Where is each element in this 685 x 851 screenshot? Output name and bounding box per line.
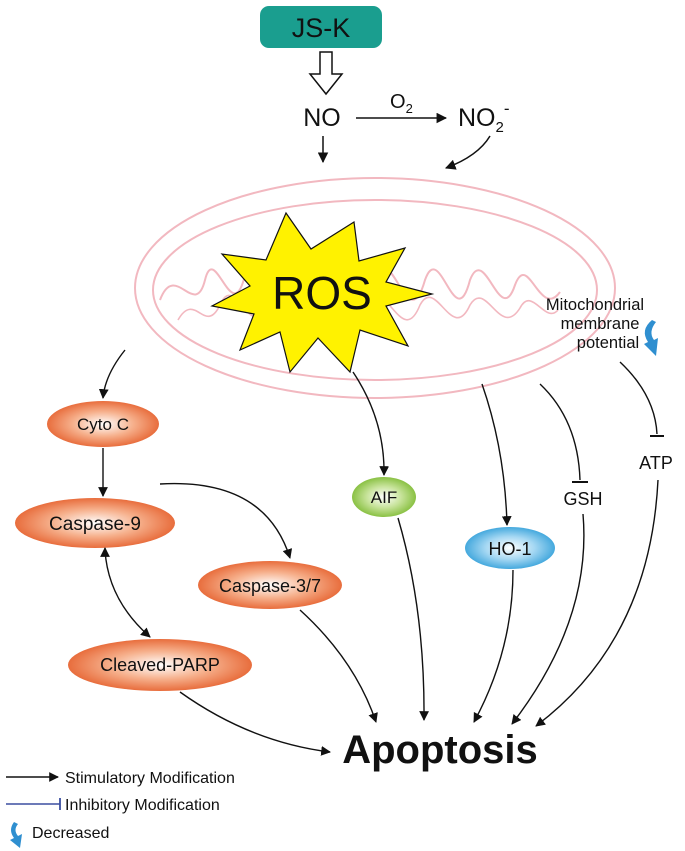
svg-text:Caspase-3/7: Caspase-3/7 — [219, 576, 321, 596]
svg-text:HO-1: HO-1 — [488, 539, 531, 559]
gsh-label: GSH — [563, 489, 602, 509]
hollow-arrow-icon — [308, 51, 344, 96]
o2-label: O2 — [390, 91, 413, 116]
atp-to-apoptosis-arrow — [535, 479, 659, 727]
mmp-label: Mitochondrial membrane potential — [546, 296, 644, 352]
casp9-to-casp37-arrow — [159, 482, 293, 559]
casp9-to-parp-arrow — [104, 549, 151, 638]
ros-to-cytoc-arrow — [98, 349, 126, 399]
ho1-node: HO-1 — [465, 527, 555, 569]
jsk-label: JS-K — [292, 13, 351, 43]
svg-text:Cyto C: Cyto C — [77, 415, 129, 434]
mitochondrion-illustration — [134, 177, 616, 399]
svg-text:membrane: membrane — [561, 315, 640, 333]
aif-node: AIF — [352, 477, 416, 517]
apoptosis-label: Apoptosis — [342, 728, 538, 772]
svg-text:AIF: AIF — [371, 488, 397, 507]
no2-curve-arrow — [445, 135, 491, 170]
ros-to-gsh-inhibit — [539, 383, 581, 481]
parp-node: Cleaved-PARP — [68, 639, 252, 691]
legend-inhibitory-label: Inhibitory Modification — [65, 797, 220, 814]
aif-to-apoptosis-arrow — [397, 517, 429, 721]
ros-to-ho1-arrow — [481, 383, 512, 526]
legend: Stimulatory Modification Inhibitory Modi… — [6, 770, 235, 848]
legend-decreased-icon — [10, 822, 22, 848]
no2-label: NO2- — [458, 99, 510, 136]
ho1-to-apoptosis-arrow — [473, 569, 514, 723]
inhibitory-lines — [539, 361, 664, 483]
svg-text:Mitochondrial: Mitochondrial — [546, 296, 644, 314]
parp-to-apoptosis-arrow — [179, 691, 331, 756]
ros-label: ROS — [272, 267, 372, 319]
legend-stimulatory-label: Stimulatory Modification — [65, 770, 235, 787]
jsk-node: JS-K — [260, 6, 382, 48]
atp-label: ATP — [639, 453, 673, 473]
casp9-node: Caspase-9 — [15, 498, 175, 548]
svg-text:potential: potential — [577, 334, 639, 352]
ros-burst: ROS — [210, 211, 435, 374]
ros-to-aif-arrow — [352, 371, 390, 476]
svg-text:Caspase-9: Caspase-9 — [49, 514, 141, 535]
casp37-to-apoptosis-arrow — [299, 609, 378, 723]
no-label: NO — [303, 104, 341, 132]
casp37-node: Caspase-3/7 — [198, 561, 342, 609]
svg-text:Cleaved-PARP: Cleaved-PARP — [100, 655, 220, 675]
gsh-to-apoptosis-arrow — [511, 513, 585, 725]
mmp-to-atp-inhibit — [619, 361, 658, 435]
decreased-arrow-icon — [644, 320, 658, 356]
cytoc-node: Cyto C — [47, 401, 159, 447]
legend-decreased-label: Decreased — [32, 825, 109, 842]
pathway-arrows — [98, 349, 659, 756]
